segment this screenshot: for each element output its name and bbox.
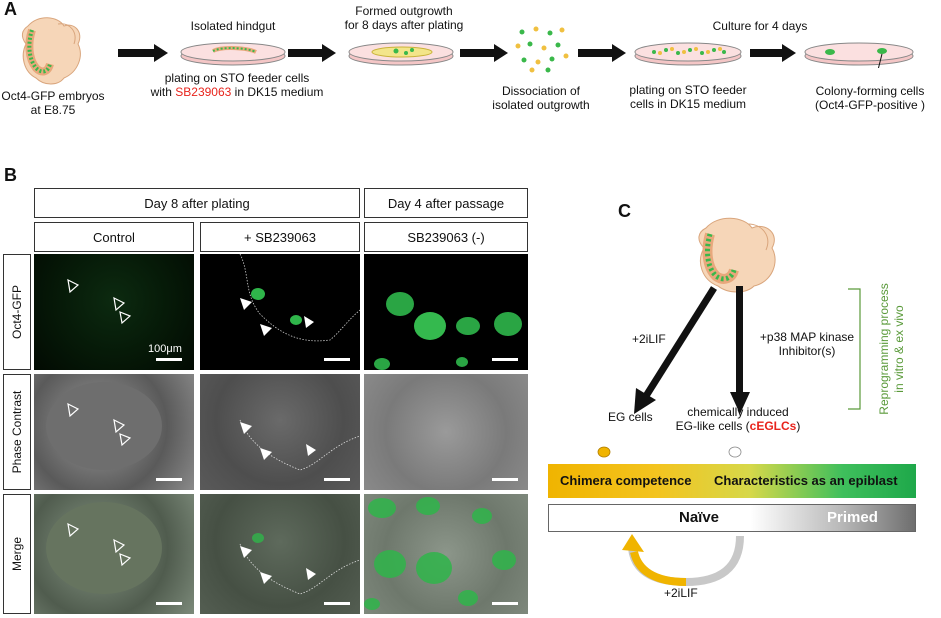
eg-cell-dot-icon bbox=[597, 446, 611, 458]
embryo-icon bbox=[698, 217, 776, 293]
image-gfp-control: 100μm bbox=[34, 254, 194, 370]
image-phase-passage bbox=[364, 374, 528, 490]
image-merge-passage bbox=[364, 494, 528, 614]
image-gfp-sb bbox=[200, 254, 360, 370]
image-merge-control bbox=[34, 494, 194, 614]
scale-bar bbox=[324, 602, 350, 605]
plating-label: plating on STO feeder cells with SB23906… bbox=[150, 71, 324, 99]
scale-bar bbox=[492, 602, 518, 605]
arrow-right-icon bbox=[288, 44, 336, 62]
cegl-label: chemically induced EG-like cells (cEGLCs… bbox=[675, 405, 801, 433]
arrow-down-icon bbox=[730, 286, 750, 414]
bottom-2ilif-label: +2iLIF bbox=[664, 586, 698, 600]
naive-label: Naïve bbox=[679, 509, 720, 526]
primed-label: Primed bbox=[827, 509, 878, 526]
arrow-label-2ilif: +2iLIF bbox=[632, 332, 666, 346]
isolated-hindgut-label: Isolated hindgut bbox=[190, 19, 276, 33]
embryo-icon bbox=[21, 17, 81, 85]
cegl-abbr: cEGLCs bbox=[749, 419, 797, 433]
header-day8: Day 8 after plating bbox=[34, 188, 360, 218]
row-label-merge: Merge bbox=[3, 494, 31, 614]
embryo-label: Oct4-GFP embryos at E8.75 bbox=[1, 89, 105, 117]
header-day4: Day 4 after passage bbox=[364, 188, 528, 218]
culture-dish-icon bbox=[804, 42, 914, 68]
arrow-down-left-icon bbox=[634, 286, 717, 414]
column-sb239063: + SB239063 bbox=[200, 222, 360, 252]
panel-label-b: B bbox=[4, 165, 17, 185]
scale-bar-label: 100μm bbox=[148, 343, 182, 355]
curved-arrow-icon bbox=[622, 534, 744, 587]
scale-bar bbox=[156, 358, 182, 361]
column-control: Control bbox=[34, 222, 194, 252]
drug-name: SB239063 bbox=[175, 85, 232, 99]
arrow-right-icon bbox=[460, 44, 508, 62]
image-phase-control bbox=[34, 374, 194, 490]
image-gfp-passage bbox=[364, 254, 528, 370]
reprogramming-label: Reprogramming process in vitro & ex vivo bbox=[877, 283, 906, 415]
outgrowth-label: Formed outgrowth for 8 days after platin… bbox=[344, 4, 464, 32]
naive-primed-bar: Naïve Primed bbox=[548, 504, 916, 532]
scale-bar bbox=[156, 602, 182, 605]
cegl-cell-dot-icon bbox=[728, 446, 742, 458]
row-label-phase: Phase Contrast bbox=[3, 374, 31, 490]
culture-label: Culture for 4 days bbox=[712, 19, 808, 33]
culture-dish-icon bbox=[180, 42, 286, 66]
scale-bar bbox=[492, 358, 518, 361]
scale-bar bbox=[492, 478, 518, 481]
culture-dish-icon bbox=[634, 42, 742, 66]
column-sb239063-neg: SB239063 (-) bbox=[364, 222, 528, 252]
eg-cells-label: EG cells bbox=[608, 410, 653, 424]
panel-label-a: A bbox=[4, 0, 17, 19]
arrow-right-icon bbox=[578, 44, 626, 62]
epiblast-label: Characteristics as an epiblast bbox=[714, 473, 898, 488]
competence-bar: Chimera competence Characteristics as an… bbox=[548, 464, 916, 498]
dissociation-label: Dissociation of isolated outgrowth bbox=[492, 84, 590, 112]
culture-dish-icon bbox=[348, 42, 454, 66]
chimera-competence-label: Chimera competence bbox=[560, 473, 692, 488]
scale-bar bbox=[324, 478, 350, 481]
image-phase-sb bbox=[200, 374, 360, 490]
image-merge-sb bbox=[200, 494, 360, 614]
arrow-right-icon bbox=[750, 44, 796, 62]
scale-bar bbox=[156, 478, 182, 481]
plating-b-label: plating on STO feeder cells in DK15 medi… bbox=[629, 83, 747, 111]
scale-bar bbox=[324, 358, 350, 361]
dissociated-cells-icon bbox=[515, 26, 569, 73]
colony-label: Colony-forming cells (Oct4-GFP-positive … bbox=[814, 84, 925, 112]
row-label-gfp: Oct4-GFP bbox=[3, 254, 31, 370]
bracket-icon bbox=[848, 288, 861, 410]
arrow-right-icon bbox=[118, 44, 168, 62]
panel-label-c: C bbox=[618, 201, 631, 221]
arrow-label-p38: +p38 MAP kinase Inhibitor(s) bbox=[759, 330, 855, 358]
